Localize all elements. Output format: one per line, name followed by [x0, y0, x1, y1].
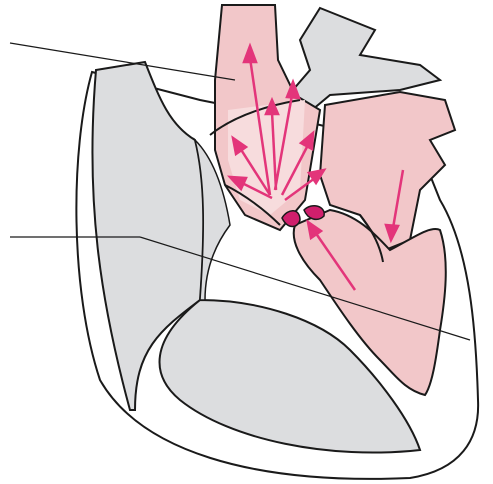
diagram-stage — [0, 0, 493, 484]
heart-cross-section-diagram — [0, 0, 493, 484]
